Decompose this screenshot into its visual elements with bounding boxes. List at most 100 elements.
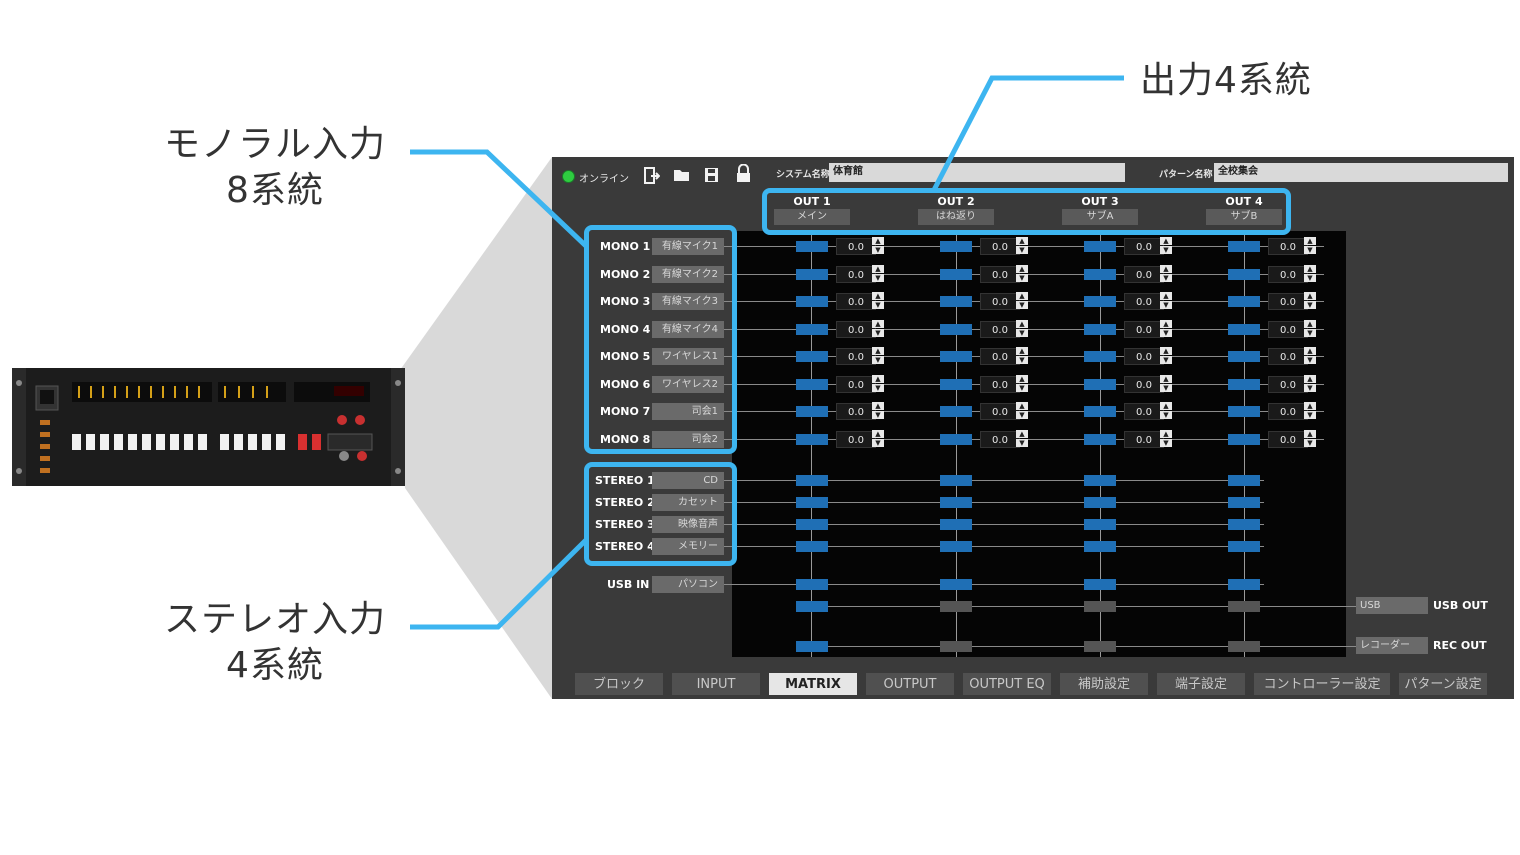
crosspoint-mono8-out1[interactable]	[796, 433, 828, 445]
stepper-mono7-out1[interactable]: ▲▼	[872, 402, 884, 419]
decrement-arrow-icon[interactable]: ▼	[872, 356, 884, 364]
crosspoint-mono8-out4[interactable]	[1228, 433, 1260, 445]
crosspoint-stereo4-out3[interactable]	[1084, 541, 1116, 552]
increment-arrow-icon[interactable]: ▲	[1016, 429, 1028, 438]
crosspoint-mono2-out4[interactable]	[1228, 268, 1260, 280]
crosspoint-mono6-out3[interactable]	[1084, 378, 1116, 390]
stepper-mono7-out2[interactable]: ▲▼	[1016, 402, 1028, 419]
decrement-arrow-icon[interactable]: ▼	[1016, 301, 1028, 309]
mono4-name[interactable]: 有線マイク4	[652, 320, 724, 338]
crosspoint-mono8-out2[interactable]	[940, 433, 972, 445]
increment-arrow-icon[interactable]: ▲	[1160, 264, 1172, 273]
crosspoint-recout-out2[interactable]	[940, 641, 972, 652]
tab-4[interactable]: OUTPUT	[866, 673, 954, 695]
crosspoint-usbout-out1[interactable]	[796, 601, 828, 612]
stepper-mono3-out4[interactable]: ▲▼	[1304, 292, 1316, 309]
increment-arrow-icon[interactable]: ▲	[1304, 429, 1316, 438]
crosspoint-recout-out1[interactable]	[796, 641, 828, 652]
crosspoint-stereo2-out3[interactable]	[1084, 497, 1116, 508]
increment-arrow-icon[interactable]: ▲	[1160, 292, 1172, 300]
tab-2[interactable]: INPUT	[672, 673, 760, 695]
increment-arrow-icon[interactable]: ▲	[1160, 319, 1172, 328]
level-mono2-out1[interactable]: 0.0	[836, 265, 876, 283]
level-mono5-out4[interactable]: 0.0	[1268, 348, 1308, 365]
decrement-arrow-icon[interactable]: ▼	[872, 301, 884, 309]
stereo3-name[interactable]: 映像音声	[652, 516, 724, 533]
increment-arrow-icon[interactable]: ▲	[872, 347, 884, 355]
level-mono5-out2[interactable]: 0.0	[980, 348, 1020, 365]
crosspoint-recout-out3[interactable]	[1084, 641, 1116, 652]
stepper-mono4-out3[interactable]: ▲▼	[1160, 319, 1172, 337]
decrement-arrow-icon[interactable]: ▼	[1160, 356, 1172, 364]
crosspoint-mono5-out2[interactable]	[940, 351, 972, 362]
decrement-arrow-icon[interactable]: ▼	[1304, 301, 1316, 309]
level-mono1-out4[interactable]: 0.0	[1268, 238, 1308, 255]
stepper-mono2-out4[interactable]: ▲▼	[1304, 264, 1316, 282]
pattern-name-field[interactable]: 全校集会	[1214, 163, 1508, 182]
system-name-field[interactable]: 体育館	[829, 163, 1125, 182]
stepper-mono8-out4[interactable]: ▲▼	[1304, 429, 1316, 447]
crosspoint-stereo3-out4[interactable]	[1228, 519, 1260, 530]
increment-arrow-icon[interactable]: ▲	[872, 237, 884, 245]
level-mono8-out4[interactable]: 0.0	[1268, 430, 1308, 448]
decrement-arrow-icon[interactable]: ▼	[1304, 438, 1316, 447]
level-mono5-out1[interactable]: 0.0	[836, 348, 876, 365]
decrement-arrow-icon[interactable]: ▼	[872, 328, 884, 337]
increment-arrow-icon[interactable]: ▲	[1304, 264, 1316, 273]
out3-name[interactable]: サブA	[1062, 209, 1138, 225]
level-mono6-out1[interactable]: 0.0	[836, 375, 876, 393]
level-mono2-out2[interactable]: 0.0	[980, 265, 1020, 283]
crosspoint-mono8-out3[interactable]	[1084, 433, 1116, 445]
stepper-mono8-out1[interactable]: ▲▼	[872, 429, 884, 447]
crosspoint-stereo3-out1[interactable]	[796, 519, 828, 530]
tab-5[interactable]: OUTPUT EQ	[963, 673, 1051, 695]
decrement-arrow-icon[interactable]: ▼	[872, 246, 884, 254]
level-mono8-out1[interactable]: 0.0	[836, 430, 876, 448]
stepper-mono4-out4[interactable]: ▲▼	[1304, 319, 1316, 337]
level-mono1-out1[interactable]: 0.0	[836, 238, 876, 255]
increment-arrow-icon[interactable]: ▲	[872, 319, 884, 328]
level-mono7-out3[interactable]: 0.0	[1124, 403, 1164, 420]
stepper-mono1-out4[interactable]: ▲▼	[1304, 237, 1316, 254]
crosspoint-mono5-out4[interactable]	[1228, 351, 1260, 362]
increment-arrow-icon[interactable]: ▲	[1160, 347, 1172, 355]
level-mono1-out2[interactable]: 0.0	[980, 238, 1020, 255]
decrement-arrow-icon[interactable]: ▼	[1304, 383, 1316, 392]
stepper-mono4-out2[interactable]: ▲▼	[1016, 319, 1028, 337]
crosspoint-usbout-out3[interactable]	[1084, 601, 1116, 612]
lock-icon[interactable]	[736, 164, 751, 183]
out4-name[interactable]: サブB	[1206, 209, 1282, 225]
crosspoint-mono2-out1[interactable]	[796, 268, 828, 280]
usb-out-name[interactable]: USB	[1356, 597, 1428, 614]
crosspoint-mono6-out4[interactable]	[1228, 378, 1260, 390]
increment-arrow-icon[interactable]: ▲	[1160, 237, 1172, 245]
stepper-mono3-out1[interactable]: ▲▼	[872, 292, 884, 309]
increment-arrow-icon[interactable]: ▲	[1304, 347, 1316, 355]
level-mono1-out3[interactable]: 0.0	[1124, 238, 1164, 255]
level-mono3-out2[interactable]: 0.0	[980, 293, 1020, 310]
increment-arrow-icon[interactable]: ▲	[1016, 402, 1028, 410]
tab-8[interactable]: コントローラー設定	[1254, 673, 1390, 695]
increment-arrow-icon[interactable]: ▲	[1160, 429, 1172, 438]
crosspoint-stereo3-out2[interactable]	[940, 519, 972, 530]
stepper-mono5-out3[interactable]: ▲▼	[1160, 347, 1172, 364]
crosspoint-mono2-out3[interactable]	[1084, 268, 1116, 280]
increment-arrow-icon[interactable]: ▲	[1016, 347, 1028, 355]
decrement-arrow-icon[interactable]: ▼	[1016, 273, 1028, 282]
tab-1[interactable]: ブロック	[575, 673, 663, 695]
stepper-mono1-out1[interactable]: ▲▼	[872, 237, 884, 254]
stepper-mono4-out1[interactable]: ▲▼	[872, 319, 884, 337]
decrement-arrow-icon[interactable]: ▼	[1304, 356, 1316, 364]
crosspoint-mono2-out2[interactable]	[940, 268, 972, 280]
crosspoint-mono1-out2[interactable]	[940, 241, 972, 252]
crosspoint-mono5-out1[interactable]	[796, 351, 828, 362]
decrement-arrow-icon[interactable]: ▼	[1160, 411, 1172, 419]
out1-name[interactable]: メイン	[774, 209, 850, 225]
decrement-arrow-icon[interactable]: ▼	[1160, 383, 1172, 392]
stepper-mono1-out2[interactable]: ▲▼	[1016, 237, 1028, 254]
stepper-mono1-out3[interactable]: ▲▼	[1160, 237, 1172, 254]
decrement-arrow-icon[interactable]: ▼	[1016, 383, 1028, 392]
tab-7[interactable]: 端子設定	[1157, 673, 1245, 695]
stepper-mono3-out3[interactable]: ▲▼	[1160, 292, 1172, 309]
decrement-arrow-icon[interactable]: ▼	[872, 273, 884, 282]
